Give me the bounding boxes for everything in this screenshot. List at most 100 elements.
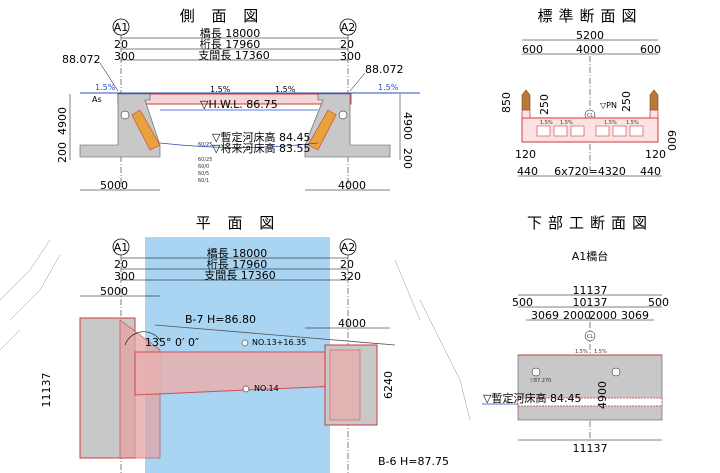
slope-note: 60/25: [198, 142, 212, 148]
left-curb: [521, 109, 531, 119]
bottom-right: 440: [640, 165, 661, 178]
deck-slope: 1.5%: [540, 120, 553, 126]
rail-height: 850: [500, 92, 513, 113]
plan-left-depth: 11137: [40, 373, 53, 408]
sub-bed-text: ▽暫定河床高 84.45: [483, 391, 581, 405]
sub-cl-label: CL: [587, 334, 593, 340]
sub-right-bearing: [611, 367, 621, 377]
left-road-slope: 1.5%: [95, 83, 116, 92]
slope-note: 60/1: [198, 178, 209, 184]
left-railing: [521, 89, 531, 111]
sub-elevation: ▽87.270: [530, 378, 551, 384]
skew-angle: 135° 0′ 0″: [145, 336, 199, 349]
sub-segment: 2000: [563, 309, 591, 322]
plan-a1-label: A1: [114, 241, 129, 254]
right-riprap: [307, 109, 337, 151]
left-bearing-marker: [120, 110, 130, 120]
sub-left-bearing: [531, 367, 541, 377]
standard-section-title: 標準断面図: [537, 7, 642, 25]
left-elevation-leader: [99, 62, 119, 92]
plan-right-wing: [329, 349, 361, 421]
left-height-1: 4900: [56, 107, 69, 135]
deck-slope-left: 1.5%: [210, 85, 231, 94]
plan-left-gap-1: 20: [114, 258, 128, 271]
sub-segment: 3069: [531, 309, 559, 322]
void-cell: [570, 125, 585, 137]
left-width: 5000: [100, 179, 128, 192]
sub-segment: 2000: [589, 309, 617, 322]
plan-left-gap-2: 300: [114, 270, 135, 283]
right-height-1: 4900: [401, 112, 414, 140]
abutment-a1-label: A1: [114, 21, 129, 34]
right-elevation: 88.072: [365, 63, 404, 76]
bridge-length-text: 橋長 18000: [200, 26, 261, 40]
plan-left-width: 5000: [100, 285, 128, 298]
right-height-2: 200: [401, 148, 414, 169]
side-view-title: 側 面 図: [180, 7, 265, 25]
right-road-slope: 1.5%: [378, 83, 399, 92]
station-1-marker: [241, 339, 249, 347]
left-elevation: 88.072: [62, 53, 101, 66]
right-gap-2: 300: [340, 50, 361, 63]
left-height-2: 200: [56, 142, 69, 163]
left-gap-2: 300: [114, 50, 135, 63]
left-edge-width: 600: [522, 43, 543, 56]
provisional-bed-text: ▽暫定河床高 84.45: [212, 130, 310, 144]
as-label: As: [92, 95, 102, 104]
station-1: NO.13+16.35: [252, 338, 306, 347]
right-bearing-marker: [338, 110, 348, 120]
right-offset: 120: [645, 148, 666, 161]
station-2-marker: [242, 385, 250, 393]
left-curb-height: 250: [538, 94, 551, 115]
skew-arc: [124, 331, 161, 346]
sub-center-width: 10137: [573, 296, 608, 309]
plan-span-length: 支間長 17360: [204, 269, 276, 282]
plan-right-width: 4000: [338, 317, 366, 330]
deck-slope: 1.5%: [626, 120, 639, 126]
right-curb: [649, 109, 659, 119]
substructure-section: 下部工断面図 A1橋台 11137 500 10137 500 3069 200…: [482, 214, 669, 455]
girder-length-text: 桁長 17960: [200, 37, 261, 51]
boring-b7: B-7 H=86.80: [185, 313, 256, 326]
plan-girder-length: 桁長 17960: [207, 257, 268, 271]
void-cells: [536, 125, 644, 137]
left-offset: 120: [515, 148, 536, 161]
void-cell: [612, 125, 627, 137]
plan-right-depth: 6240: [382, 371, 395, 399]
span-length-text: 支間長 17360: [198, 49, 270, 62]
right-abutment: [304, 93, 391, 158]
station-2: NO.14: [254, 384, 279, 393]
cl-label: CL: [587, 113, 593, 119]
slope-note: 60/5: [198, 171, 209, 177]
terrain-lines: [0, 239, 61, 351]
plan-a2-label: A2: [341, 241, 356, 254]
sub-segment: 3069: [621, 309, 649, 322]
abutment-label: A1橋台: [572, 249, 609, 263]
right-width: 4000: [338, 179, 366, 192]
sub-left-overhang: 500: [512, 296, 533, 309]
pn-label: ▽PN: [600, 101, 617, 110]
plan-bridge-length: 橋長 18000: [207, 246, 268, 260]
right-elevation-leader: [349, 72, 366, 92]
terrain-lines-right: [394, 259, 471, 421]
void-cell: [553, 125, 568, 137]
sub-right-overhang: 500: [648, 296, 669, 309]
road-alignment: [154, 324, 396, 346]
right-gap-1: 20: [340, 38, 354, 51]
bottom-left: 440: [517, 165, 538, 178]
sub-slope: 1.5%: [594, 349, 607, 355]
carriageway-width: 4000: [576, 43, 604, 56]
deck-slope: 1.5%: [560, 120, 573, 126]
substructure-title: 下部工断面図: [527, 214, 653, 232]
sub-height: 4900: [596, 381, 609, 409]
standard-section: 標準断面図 5200 4000 600 600 CL 1.5% 1.5% 1.5…: [500, 7, 678, 178]
void-cell: [536, 125, 551, 137]
sub-slope: 1.5%: [575, 349, 588, 355]
deck-depth: 600: [665, 130, 678, 151]
sub-riprap-band: [517, 397, 663, 407]
bottom-center: 6x720=4320: [554, 165, 626, 178]
deck-slope: 1.5%: [604, 120, 617, 126]
right-curb-height: 250: [620, 91, 633, 112]
void-cell: [595, 125, 610, 137]
